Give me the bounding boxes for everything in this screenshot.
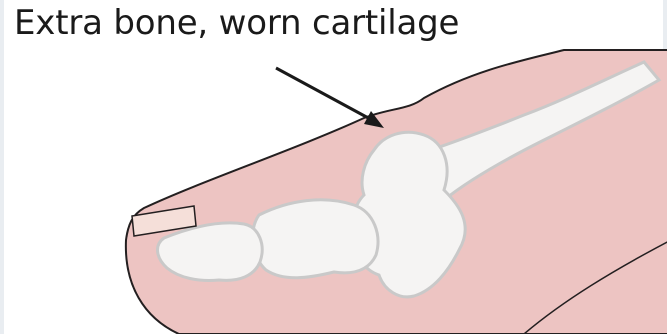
proximal-phalanx [253, 200, 378, 278]
foot-illustration [4, 0, 667, 334]
arrow-icon [276, 68, 384, 128]
